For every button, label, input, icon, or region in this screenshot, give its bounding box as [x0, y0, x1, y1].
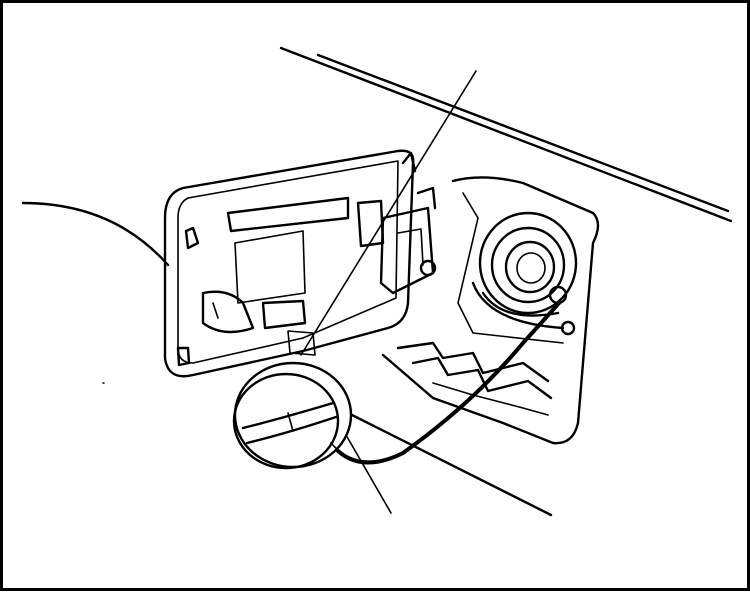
- leader-lines: [300, 70, 477, 514]
- fuel-cap: [232, 361, 353, 470]
- car-body-panel: [21, 46, 733, 517]
- fuel-filler-door: [163, 149, 437, 378]
- leader-line-upper: [300, 70, 477, 356]
- leader-line-lower: [345, 434, 392, 514]
- cap-tether-cord: [330, 301, 561, 465]
- fuel-filler-illustration: [21, 46, 733, 517]
- fuel-filler-neck: [381, 176, 600, 445]
